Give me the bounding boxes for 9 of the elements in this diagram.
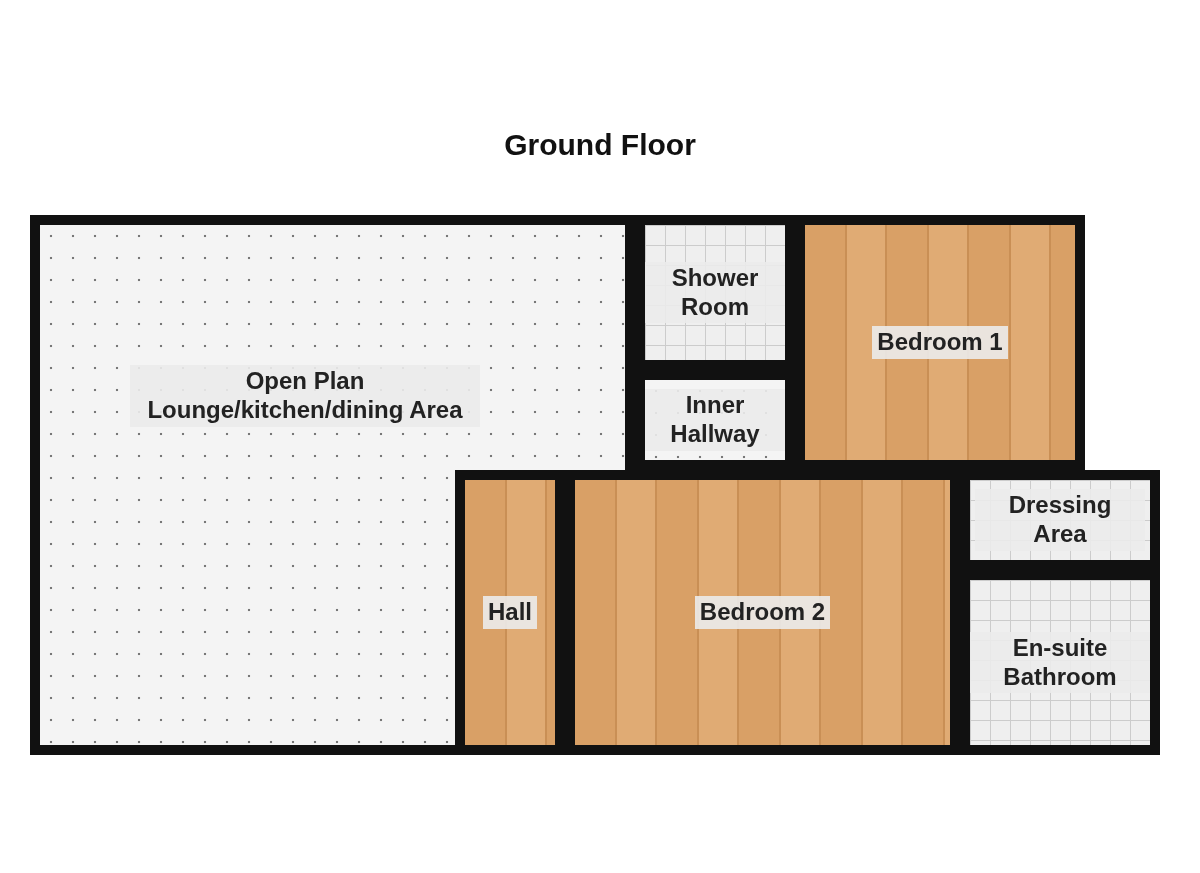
floor-title: Ground Floor [503,128,697,162]
room-label: En-suite Bathroom [970,631,1150,694]
room-label: Bedroom 2 [694,596,831,629]
room-label: Shower Room [645,261,785,324]
room-label: Open Plan Lounge/kitchen/dining Area [130,365,480,427]
room-label: Inner Hallway [645,389,785,451]
room-label: Hall [483,596,537,629]
room-label: Dressing Area [975,489,1145,551]
room-label: Bedroom 1 [872,326,1008,359]
